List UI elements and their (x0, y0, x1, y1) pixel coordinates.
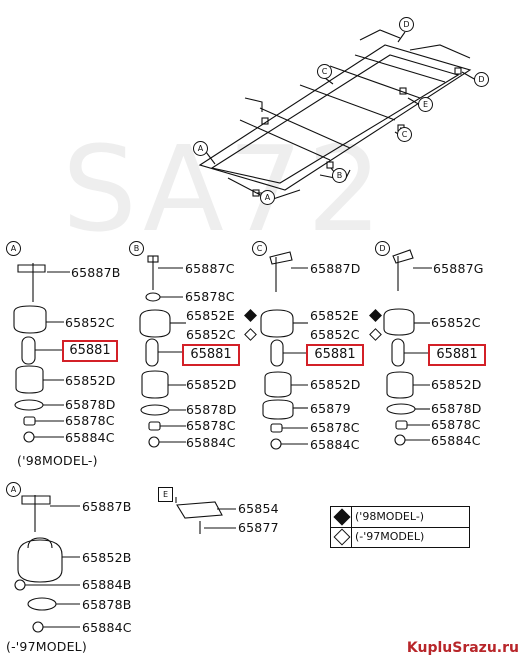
model-note-98: ('98MODEL-) (17, 453, 98, 468)
part-65852d: 65852D (310, 377, 361, 392)
diamond-filled-icon (333, 508, 351, 526)
part-65852b: 65852B (82, 550, 132, 565)
part-65884c: 65884C (65, 430, 115, 445)
column-a-callout: A (6, 241, 21, 256)
part-65878c-upper: 65878C (185, 289, 235, 304)
part-65879: 65879 (310, 401, 351, 416)
part-65887b: 65887B (82, 499, 132, 514)
part-65878c: 65878C (186, 418, 236, 433)
part-65852d: 65852D (186, 377, 237, 392)
part-65852c: 65852C (310, 327, 360, 342)
lower-e-callout: E (158, 487, 173, 502)
frame-callout-e: E (418, 97, 433, 112)
part-65884c: 65884C (310, 437, 360, 452)
part-65878c: 65878C (310, 420, 360, 435)
model-legend: ('98MODEL-) (-'97MODEL) (330, 506, 470, 548)
part-65852e: 65852E (186, 308, 235, 323)
part-65852c: 65852C (65, 315, 115, 330)
part-65852c: 65852C (186, 327, 236, 342)
part-65878d: 65878D (65, 397, 116, 412)
legend-label-98: ('98MODEL-) (355, 510, 425, 523)
part-65881-highlight: 65881 (182, 344, 240, 366)
part-65878c: 65878C (65, 413, 115, 428)
legend-row-97: (-'97MODEL) (331, 527, 469, 547)
part-65887g: 65887G (433, 261, 484, 276)
diamond-outline-icon (333, 528, 351, 546)
part-65877: 65877 (238, 520, 279, 535)
part-65887c: 65887C (185, 261, 235, 276)
site-watermark: KupluSrazu.ru (406, 640, 519, 656)
column-b-callout: B (129, 241, 144, 256)
lower-a-callout: A (6, 482, 21, 497)
part-65881-highlight: 65881 (428, 344, 486, 366)
frame-callout-c-left: C (317, 64, 332, 79)
legend-row-98: ('98MODEL-) (331, 507, 469, 527)
frame-callout-a-bottom: A (260, 190, 275, 205)
part-65852e: 65852E (310, 308, 359, 323)
frame-callout-d-right: D (474, 72, 489, 87)
part-65884c: 65884C (431, 433, 481, 448)
column-d-callout: D (375, 241, 390, 256)
part-65854: 65854 (238, 501, 279, 516)
part-65878b: 65878B (82, 597, 132, 612)
part-65881-highlight: 65881 (306, 344, 364, 366)
part-65852c: 65852C (431, 315, 481, 330)
part-65878d: 65878D (186, 402, 237, 417)
column-c-callout: C (252, 241, 267, 256)
legend-divider-horizontal (331, 527, 469, 528)
frame-callout-a-left: A (193, 141, 208, 156)
frame-callout-b: B (332, 168, 347, 183)
part-65884c: 65884C (82, 620, 132, 635)
part-65884c: 65884C (186, 435, 236, 450)
part-65878d: 65878D (431, 401, 482, 416)
watermark: SA72 (62, 120, 386, 258)
model-note-97: (-'97MODEL) (6, 639, 87, 654)
legend-label-97: (-'97MODEL) (355, 530, 425, 543)
part-65887b: 65887B (71, 265, 121, 280)
part-65878c: 65878C (431, 417, 481, 432)
frame-callout-d-top: D (399, 17, 414, 32)
part-65852d: 65852D (431, 377, 482, 392)
frame-callout-c-right: C (397, 127, 412, 142)
part-65884b: 65884B (82, 577, 132, 592)
part-65881-highlight: 65881 (62, 340, 118, 362)
part-65887d: 65887D (310, 261, 361, 276)
part-65852d: 65852D (65, 373, 116, 388)
